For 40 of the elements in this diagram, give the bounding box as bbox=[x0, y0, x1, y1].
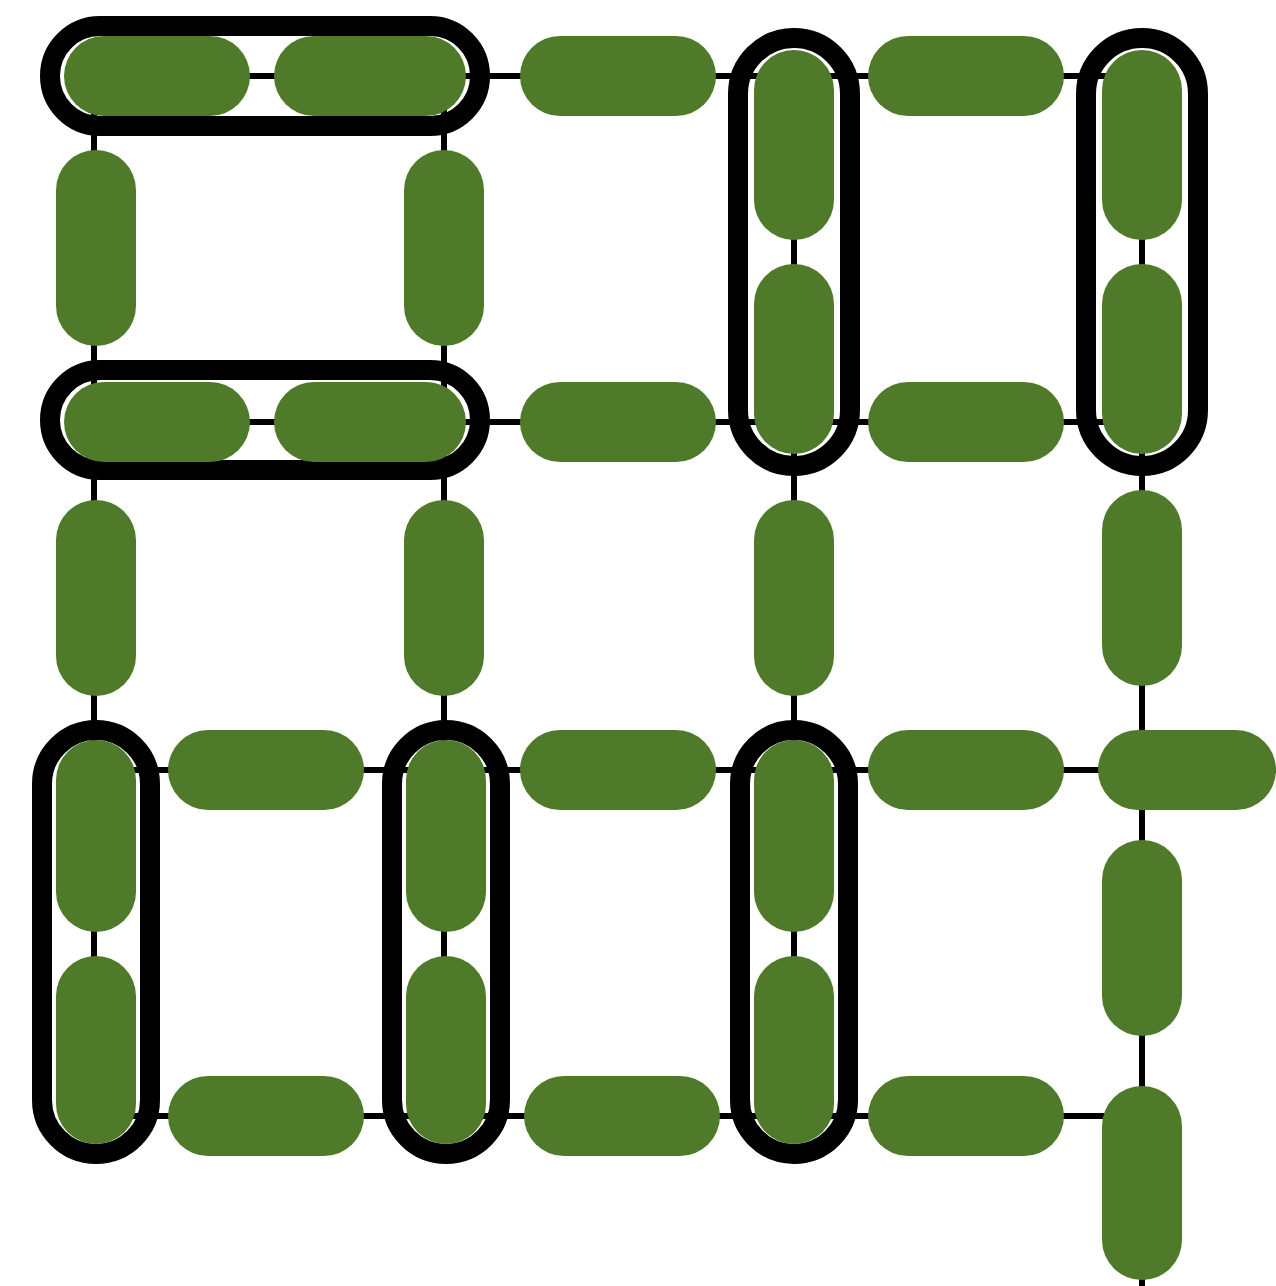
pill-shape bbox=[1102, 1086, 1182, 1280]
pill-shape bbox=[56, 500, 136, 696]
pill-shape bbox=[274, 36, 466, 116]
pill-shape bbox=[406, 740, 486, 932]
pill-shape bbox=[56, 740, 136, 932]
pill-shape bbox=[168, 730, 364, 810]
pill-shape bbox=[1102, 264, 1182, 454]
pill-shape bbox=[520, 382, 716, 462]
outline-frame bbox=[40, 360, 490, 480]
pill-shape bbox=[754, 740, 834, 932]
pill-shape bbox=[56, 956, 136, 1144]
pill-shape bbox=[404, 150, 484, 346]
pill-shape bbox=[520, 730, 716, 810]
pill-shape bbox=[404, 500, 484, 696]
pill-shape bbox=[754, 264, 834, 454]
pill-shape bbox=[406, 956, 486, 1144]
outline-frame bbox=[728, 28, 860, 476]
pill-shape bbox=[168, 1076, 364, 1156]
pill-shape bbox=[524, 1076, 720, 1156]
outline-frame bbox=[382, 720, 510, 1164]
pill-shape bbox=[520, 36, 716, 116]
pill-shape bbox=[56, 150, 136, 346]
pill-shape bbox=[754, 956, 834, 1144]
pill-shape bbox=[754, 50, 834, 240]
pill-shape bbox=[64, 382, 250, 462]
pill-shape bbox=[754, 500, 834, 696]
pill-shape bbox=[1098, 730, 1276, 810]
pill-shape bbox=[868, 382, 1064, 462]
pill-shape bbox=[868, 730, 1064, 810]
pill-shape bbox=[1102, 840, 1182, 1036]
pill-shape bbox=[1102, 490, 1182, 686]
pill-shape bbox=[64, 36, 250, 116]
pill-shape bbox=[274, 382, 466, 462]
outline-frame bbox=[32, 720, 160, 1164]
outline-frame bbox=[730, 720, 858, 1164]
pill-shape bbox=[1102, 50, 1182, 240]
pill-shape bbox=[868, 1076, 1064, 1156]
outline-frame bbox=[40, 16, 490, 136]
pill-shape bbox=[868, 36, 1064, 116]
outline-frame bbox=[1076, 28, 1208, 476]
